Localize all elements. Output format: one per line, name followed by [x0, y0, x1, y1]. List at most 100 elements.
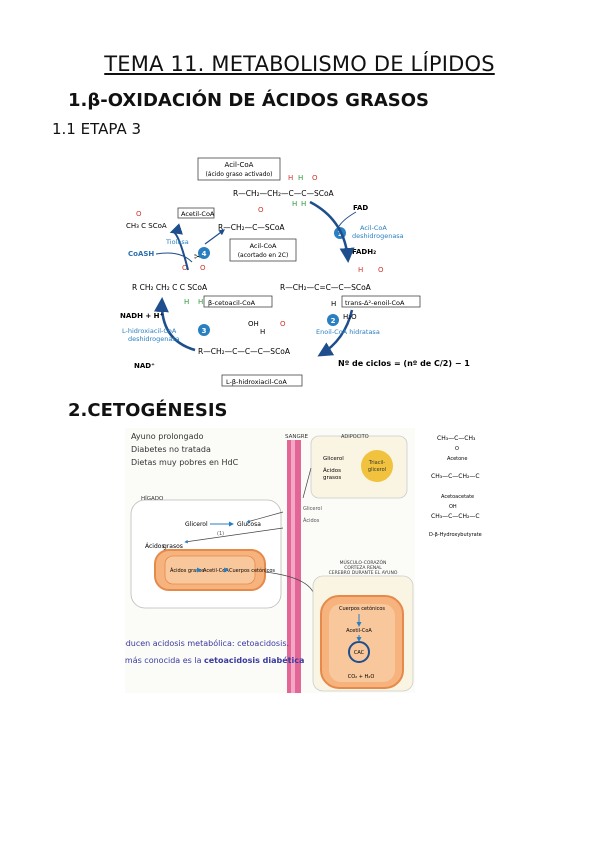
- acylcoa-box-sublabel: (ácido graso activado): [205, 171, 272, 178]
- condition-3: Dietas muy pobres en HdC: [131, 458, 239, 467]
- trans-enoyl-box: [341, 295, 421, 308]
- acetyl-formula: CH₃ C SCoA: [126, 222, 167, 230]
- step-badge-2: [327, 314, 339, 326]
- subsection-heading-stage-3: 1.1 ETAPA 3: [52, 120, 142, 138]
- acylcoa-box: [197, 157, 281, 181]
- muscle-acetylcoa: Acetil-CoA: [346, 628, 372, 634]
- ketone-acetone: Acetone: [447, 456, 467, 462]
- muscle-co2-h2o: CO₂ + H₂O: [348, 674, 375, 680]
- svg-text:O: O: [258, 206, 264, 214]
- arrow-fad: [337, 211, 357, 229]
- svg-text:H: H: [331, 300, 336, 308]
- acidosis-line-1: Producen acidosis metabólica: cetoacidos…: [125, 638, 289, 648]
- hydroxy-label: L-β-hidroxiacil-CoA: [226, 378, 287, 386]
- svg-text:CEREBRO DURANTE EL AYUNO: CEREBRO DURANTE EL AYUNO: [329, 570, 398, 576]
- mito-fatty-acids: Ácidos grasos: [170, 567, 205, 574]
- arrow-step4: [169, 223, 189, 271]
- center-box: [229, 238, 297, 262]
- svg-text:deshidrogenasa: deshidrogenasa: [128, 335, 180, 343]
- arrow-to-center: [204, 229, 225, 245]
- svg-text:O: O: [378, 266, 384, 274]
- keto-label: β-cetoacil-CoA: [208, 299, 256, 307]
- svg-text:Triacil-: Triacil-: [368, 460, 385, 466]
- beta-oxidation-diagram: Acil-CoA (ácido graso activado) R—CH₂—CH…: [120, 157, 470, 387]
- svg-text:CH₃—C—CH₂—C: CH₃—C—CH₂—C: [431, 513, 480, 520]
- coash-label: CoASH: [128, 250, 154, 258]
- ketone-hydroxybutyrate: D-β-Hydroxybutyrate: [429, 532, 482, 538]
- arrow-step2: [317, 309, 354, 357]
- svg-text:O: O: [136, 210, 142, 218]
- fadh2-label: FADH₂: [352, 248, 376, 256]
- svg-text:2: 2: [331, 317, 336, 325]
- adipo-glicerol: Glicerol: [323, 456, 344, 462]
- bottom-H-green: H: [292, 200, 297, 208]
- arrow-step3: [153, 297, 196, 352]
- acylcoa-box-label: Acil-CoA: [225, 161, 254, 169]
- svg-text:Ácidos: Ácidos: [323, 467, 341, 474]
- svg-text:glicerol: glicerol: [368, 467, 386, 473]
- top-H-green: H: [298, 174, 303, 182]
- nadh-label: NADH + H⁺: [120, 312, 164, 320]
- svg-text:Ácidos: Ácidos: [303, 517, 320, 524]
- svg-text:H: H: [358, 266, 363, 274]
- svg-text:O: O: [200, 264, 206, 272]
- step-badge-4: [198, 247, 210, 259]
- top-O-red: O: [312, 174, 318, 182]
- section-heading-beta-oxidation: 1.β-OXIDACIÓN DE ÁCIDOS GRASOS: [68, 90, 429, 111]
- triacylglycerol-droplet: [361, 450, 393, 482]
- arrow-step1: [309, 200, 355, 263]
- condition-2: Diabetes no tratada: [131, 445, 211, 454]
- top-H-red: H: [288, 174, 293, 182]
- svg-text:O: O: [455, 446, 459, 452]
- liver-glicerol: Glicerol: [185, 521, 208, 528]
- hydroxy-box: [221, 374, 303, 387]
- svg-text:CORTEZA RENAL: CORTEZA RENAL: [344, 565, 382, 571]
- trans-enoyl-label: trans-Δ²-enoil-CoA: [345, 299, 405, 307]
- mito-ketone-bodies: Cuerpos cetónicos: [229, 567, 275, 574]
- svg-text:CAC: CAC: [354, 650, 365, 656]
- section-heading-ketogenesis: 2.CETOGÉNESIS: [68, 400, 228, 421]
- enzyme-3-label: L-hidroxiacil-CoA: [122, 327, 177, 335]
- svg-text:(acortado en 2C): (acortado en 2C): [238, 252, 289, 259]
- svg-text:deshidrogenasa: deshidrogenasa: [352, 232, 404, 240]
- adipocito-label: ADIPOCITO: [341, 434, 369, 440]
- page-title: TEMA 11. METABOLISMO DE LÍPIDOS: [104, 52, 495, 76]
- sangre-label: SANGRE: [285, 434, 309, 440]
- tiolasa-label: Tiolasa: [165, 238, 189, 246]
- mito-acetylcoa: Acetil-CoA: [203, 568, 229, 574]
- cycles-formula: Nº de ciclos = (nº de C/2) − 1: [338, 359, 470, 368]
- center-label: Acil-CoA: [250, 242, 277, 250]
- svg-text:3: 3: [202, 327, 207, 335]
- svg-text:grasos: grasos: [323, 475, 341, 481]
- keto-box: [203, 295, 273, 308]
- higado-label: HÍGADO: [141, 495, 164, 502]
- liver-glucosa: Glucosa: [237, 521, 261, 528]
- fad-label: FAD: [353, 204, 368, 212]
- svg-text:CH₃—C—CH₂—C: CH₃—C—CH₂—C: [431, 473, 480, 480]
- svg-text:1: 1: [338, 230, 343, 238]
- scissors-icon: ✂: [194, 252, 202, 263]
- acetyl-label: Acetil-CoA: [181, 210, 215, 218]
- svg-text:4: 4: [202, 250, 207, 258]
- center-formula: R—CH₂—C—SCoA: [218, 223, 285, 232]
- ketone-structures: CH₃—C—CH₃ O Acetone CH₃—C—CH₂—C Acetoace…: [429, 435, 482, 538]
- svg-text:Glicerol: Glicerol: [303, 506, 322, 512]
- svg-text:grasos: grasos: [163, 543, 183, 550]
- svg-text:H: H: [184, 298, 189, 306]
- liver-fatty-acids: Ácidos: [145, 543, 165, 550]
- hydroxy-formula: R—CH₂—C—C—C—SCoA: [198, 347, 291, 356]
- svg-text:OH: OH: [248, 320, 259, 328]
- h2o-label: H₂O: [343, 313, 357, 321]
- acidosis-line-2: La más conocida es la cetoacidosis diabé…: [125, 655, 304, 665]
- keto-formula: R CH₂ CH₂ C C SCoA: [132, 283, 208, 292]
- krebs-cycle: [348, 641, 370, 663]
- svg-text:(1): (1): [217, 531, 224, 537]
- step-badge-3: [198, 324, 210, 336]
- svg-text:OH: OH: [449, 504, 457, 510]
- ketogenesis-diagram: Ayuno prolongado Diabetes no tratada Die…: [125, 428, 482, 693]
- svg-text:O: O: [182, 264, 188, 272]
- ketone-acetoacetate: Acetoacetate: [441, 494, 474, 500]
- arrow-coash: [155, 252, 193, 263]
- nad-label: NAD⁺: [134, 362, 155, 370]
- svg-text:CH₃—C—CH₃: CH₃—C—CH₃: [437, 435, 476, 442]
